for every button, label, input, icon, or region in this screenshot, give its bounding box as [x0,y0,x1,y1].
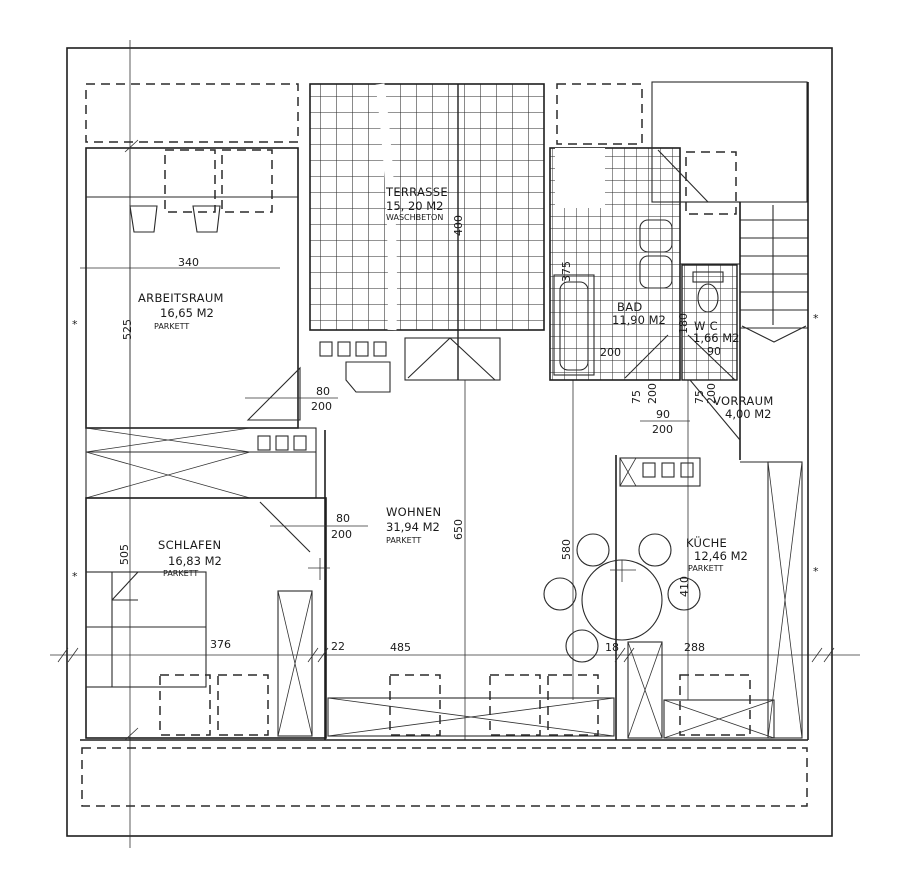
dimension-ticks [57,139,835,741]
room-area: 1,66 M2 [693,331,740,345]
dim-wc-a: 180 [677,313,690,334]
arbeitsraum [85,147,299,429]
door-dim-arbeitsraum: 80 200 [245,385,338,413]
dim-schlafen-height: 505 [118,544,131,565]
terrace-door [404,337,501,381]
label-wohnen: WOHNEN 31,94 M2 PARKETT 650 485 [386,505,465,654]
label-wc: W C 1,66 M2 180 90 [677,313,740,358]
room-floor: PARKETT [386,536,421,545]
dim-wc-b: 90 [707,345,721,358]
stairs [651,81,809,740]
svg-text:200: 200 [311,400,332,413]
room-name: SCHLAFEN [158,538,221,552]
label-schlafen: SCHLAFEN 16,83 M2 PARKETT 505 376 [118,538,231,651]
dim-wohnen-height: 650 [452,519,465,540]
room-area: 4,00 M2 [725,407,772,421]
room-area: 12,46 M2 [694,549,748,563]
cabinet-bands [85,341,391,499]
axis-marker-right-top: * [813,312,819,325]
label-bad: BAD 11,90 M2 375 200 [560,261,666,359]
outer-boundary [50,40,860,848]
room-name: ARBEITSRAUM [138,291,224,305]
door-dim-bad: 75 200 [630,383,659,404]
bottom-dashed-zone [81,747,808,807]
label-arbeitsraum: ARBEITSRAUM 16,65 M2 PARKETT 340 525 [121,256,224,340]
svg-text:80: 80 [336,512,350,525]
svg-text:200: 200 [646,383,659,404]
kueche [543,380,778,700]
wc [681,264,738,381]
svg-text:200: 200 [331,528,352,541]
axis-marker-left-bottom: * [72,570,78,583]
dim-bad-tub: 375 [560,261,573,282]
bad [549,147,681,381]
dim-wohnen-width: 485 [390,641,411,654]
label-vorraum: VORRAUM 4,00 M2 [713,394,774,421]
room-floor: WASCHBETON [386,213,443,222]
terrasse [309,83,545,380]
door-dim-schlafen: 80 200 [270,512,368,541]
wohnen-walls [324,380,617,740]
room-floor: PARKETT [154,322,189,331]
room-name: WOHNEN [386,505,441,519]
dim-arbeitsraum-height: 525 [121,319,134,340]
dim-kueche-height: 580 [560,539,573,560]
schlafen [85,497,330,739]
svg-text:80: 80 [316,385,330,398]
label-kueche: KÜCHE 12,46 M2 PARKETT 580 410 288 [560,534,748,654]
svg-text:200: 200 [652,423,673,436]
dim-wall-22: 22 [331,640,345,653]
room-area: 16,83 M2 [168,554,222,568]
dim-arbeitsraum-width: 340 [178,256,199,269]
room-area: 31,94 M2 [386,520,440,534]
axis-marker-left-top: * [72,318,78,331]
dim-kueche-width: 288 [684,641,705,654]
room-floor: PARKETT [163,569,198,578]
dim-kueche-table: 410 [678,576,691,597]
dim-schlafen-width: 376 [210,638,231,651]
axis-marker-right-bottom: * [813,565,819,578]
dim-wall-18: 18 [605,641,619,654]
svg-text:75: 75 [693,390,706,404]
svg-text:90: 90 [656,408,670,421]
room-name: TERRASSE [385,185,448,199]
room-name: KÜCHE [686,534,727,550]
room-area: 15, 20 M2 [386,199,443,213]
vorraum-area [246,366,741,441]
room-area: 16,65 M2 [160,306,214,320]
top-dashed-zones [85,83,643,145]
door-dim-wc: 75 200 [693,383,718,404]
room-name: BAD [617,300,643,314]
bottom-cabinets [327,461,803,739]
dim-terrasse-depth: 400 [452,215,465,236]
svg-text:200: 200 [705,383,718,404]
room-name: W C [694,319,718,333]
svg-text:75: 75 [630,390,643,404]
room-area: 11,90 M2 [612,313,666,327]
room-name: VORRAUM [713,394,774,408]
door-dim-vorraum: 90 200 [640,408,690,436]
dim-bad-width: 200 [600,346,621,359]
label-terrasse: TERRASSE 15, 20 M2 WASCHBETON 400 [385,185,465,236]
room-floor: PARKETT [688,564,723,573]
